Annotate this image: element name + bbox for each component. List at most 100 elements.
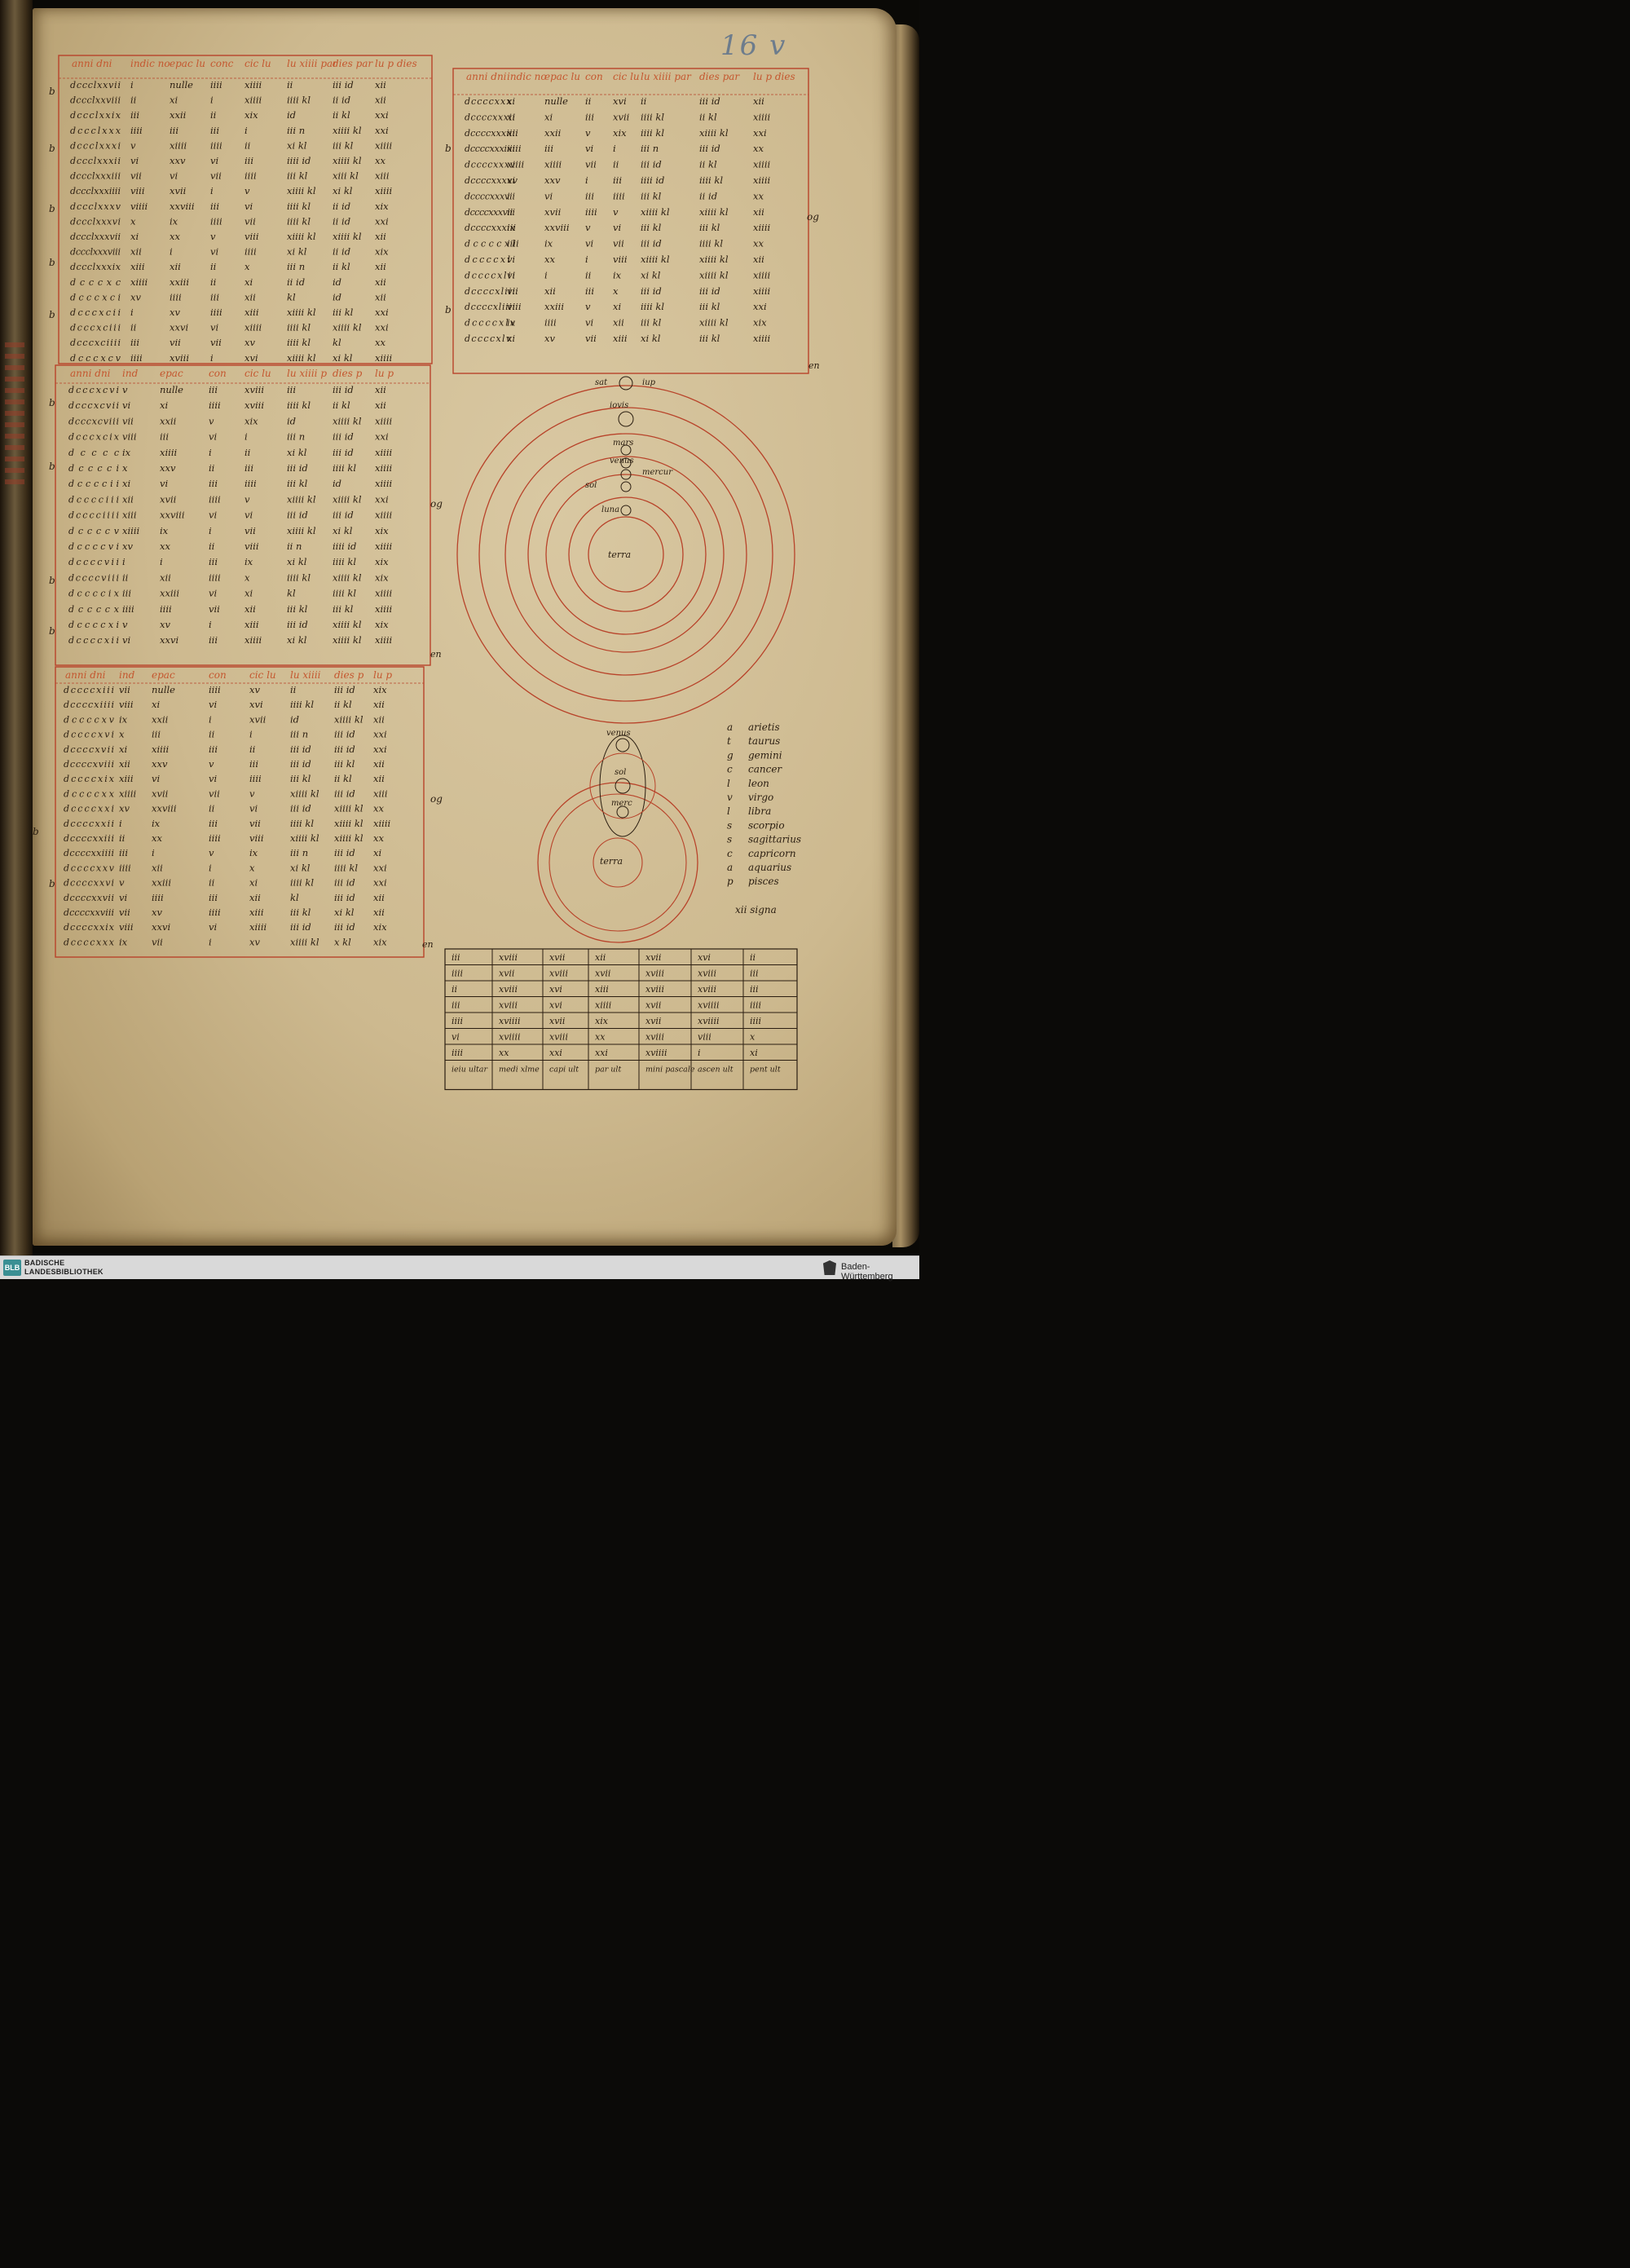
- table-header-cell: cic lu: [244, 58, 271, 69]
- table-cell: xi kl: [287, 634, 307, 646]
- table-cell: dccccxxxv: [465, 160, 516, 170]
- table-cell: xiiii kl: [333, 231, 362, 242]
- table-cell: dccccx: [68, 604, 120, 615]
- table-cell: xiiii kl: [699, 269, 729, 280]
- table-cell: xxvi: [152, 921, 170, 933]
- small-table-cell: xviii: [549, 969, 568, 979]
- table-cell: viii: [613, 254, 628, 265]
- blb-logo-icon[interactable]: BLB: [3, 1260, 21, 1276]
- table-cell: ii kl: [333, 399, 350, 411]
- table-header-cell: indic no: [507, 71, 547, 82]
- table-cell: vi: [249, 803, 258, 814]
- table-cell: xiiii: [375, 478, 393, 489]
- table-cell: iii: [585, 285, 594, 297]
- table-cell: xiiii: [544, 159, 562, 170]
- table-cell: iii kl: [333, 603, 354, 615]
- table-cell: ii kl: [333, 109, 350, 121]
- table-cell: viii: [507, 301, 522, 312]
- table-cell: iii kl: [641, 190, 662, 201]
- small-table-cell: ascen ult: [698, 1066, 734, 1074]
- small-table-cell: iii: [750, 984, 759, 995]
- orbit-circle: [545, 474, 707, 635]
- table-cell: iiii: [585, 206, 597, 218]
- orbit-circle: [568, 496, 684, 612]
- table-cell: ii: [209, 729, 215, 740]
- table-cell: xiiii: [244, 322, 262, 333]
- table-cell: iiii: [249, 773, 262, 784]
- table-cell: vii: [209, 603, 220, 615]
- orbit-label: mars: [613, 439, 633, 448]
- table-frame: [452, 68, 809, 374]
- table-frame: [55, 666, 425, 958]
- table-cell: i: [244, 431, 248, 443]
- table-cell: iii kl: [699, 222, 720, 233]
- table-cell: xvi: [244, 352, 258, 364]
- table-cell: i: [613, 143, 616, 154]
- table-cell: dcccxcv: [70, 353, 121, 364]
- table-cell: xii: [375, 79, 386, 90]
- small-table-cell: xviiii: [499, 1016, 521, 1026]
- table-cell: iiii kl: [699, 238, 723, 249]
- table-cell: iii kl: [334, 758, 355, 770]
- table-cell: iiii: [209, 571, 221, 583]
- table-cell: vi: [160, 478, 168, 489]
- table-cell: xiiii: [753, 159, 771, 170]
- table-cell: dcccxciii: [70, 323, 121, 333]
- table-cell: iiii kl: [641, 111, 664, 122]
- table-cell: v: [130, 139, 136, 151]
- table-cell: xvii: [170, 185, 187, 196]
- orbit-label: sat: [595, 378, 608, 387]
- table-cell: ii id: [699, 190, 717, 201]
- table-cell: vii: [585, 333, 597, 344]
- table-cell: xxviii: [152, 803, 177, 814]
- table-cell: xiiii: [375, 185, 393, 196]
- table-cell: v: [244, 493, 250, 505]
- planet-circle: [620, 469, 632, 480]
- small-table-cell: xvi: [549, 984, 562, 995]
- table-cell: dccccxxxi: [465, 96, 515, 107]
- table-cell: vi: [585, 238, 593, 249]
- table-cell: xiiii kl: [333, 493, 362, 505]
- table-cell: nulle: [160, 384, 183, 395]
- table-cell: viii: [122, 431, 137, 443]
- table-cell: xiiii: [753, 285, 771, 297]
- table-header-cell: epac lu: [544, 71, 580, 82]
- table-cell: dccccviii: [68, 572, 119, 583]
- table-cell: i: [160, 556, 163, 567]
- library-name[interactable]: BADISCHE LANDESBIBLIOTHEK: [24, 1259, 104, 1277]
- table-cell: v: [209, 758, 214, 770]
- table-cell: ii: [290, 684, 297, 695]
- table-cell: xxiii: [170, 276, 189, 288]
- orbit-circle: [588, 516, 664, 593]
- small-table-cell: xvii: [645, 1000, 661, 1011]
- small-table-cell: i: [698, 1048, 701, 1058]
- state-name[interactable]: Baden-Württemberg: [841, 1262, 893, 1282]
- table-cell: xii: [375, 291, 386, 302]
- table-cell: xiii: [244, 307, 259, 318]
- table-cell: dcccxcvi: [68, 385, 119, 395]
- table-cell: xi kl: [333, 352, 353, 364]
- table-cell: ii: [210, 276, 217, 288]
- table-cell: dccccxxix: [64, 922, 115, 933]
- small-table-cell: xviiii: [698, 1016, 720, 1026]
- table-cell: xix: [373, 684, 387, 695]
- table-cell: iiii: [209, 399, 221, 411]
- table-cell: ii: [209, 462, 215, 474]
- table-cell: ii id: [333, 246, 350, 258]
- table-cell: xii: [375, 261, 386, 272]
- small-table-cell: par ult: [595, 1066, 621, 1074]
- table-cell: ii id: [287, 276, 305, 288]
- table-cell: vii: [210, 337, 222, 348]
- table-cell: i: [585, 254, 588, 265]
- table-cell: ii: [209, 803, 215, 814]
- small-table-cell: xvii: [645, 1016, 661, 1026]
- zodiac-name: sagittarius: [748, 834, 801, 845]
- small-table-cell: viii: [698, 1032, 711, 1043]
- table-cell: dccccix: [68, 589, 120, 599]
- table-cell: xxii: [544, 127, 562, 139]
- zodiac-name: taurus: [748, 735, 780, 747]
- table-cell: xi kl: [333, 185, 353, 196]
- small-table-cell: iii: [452, 952, 460, 963]
- table-header-cell: anni dni: [70, 368, 111, 379]
- table-cell: v: [585, 301, 591, 312]
